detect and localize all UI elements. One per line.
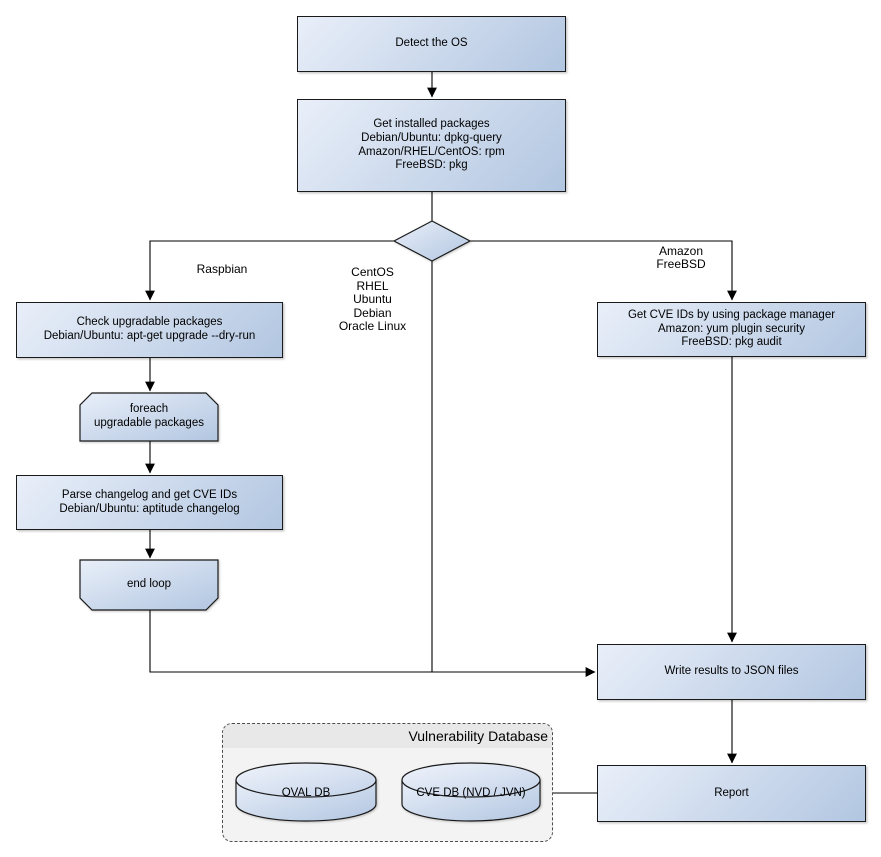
foreach-loop-start-label: foreach upgradable packages bbox=[94, 403, 204, 429]
connector-endloop-to-write-results bbox=[149, 610, 596, 677]
node-get-installed-packages: Get installed packages Debian/Ubuntu: dp… bbox=[297, 99, 566, 192]
vulnerability-database-title: Vulnerability Database bbox=[223, 724, 552, 748]
node-write-results-json: Write results to JSON files bbox=[597, 644, 866, 700]
oval-db-label: OVAL DB bbox=[281, 787, 331, 800]
edge-label-os-list: CentOS RHEL Ubuntu Debian Oracle Linux bbox=[338, 265, 407, 334]
decision-diamond bbox=[392, 220, 472, 262]
end-loop-label: end loop bbox=[126, 578, 172, 591]
cve-db-label: CVE DB (NVD / JVN) bbox=[416, 787, 526, 800]
node-get-cve-ids-pkg-manager: Get CVE IDs by using package manager Ama… bbox=[597, 302, 866, 357]
node-parse-changelog: Parse changelog and get CVE IDs Debian/U… bbox=[16, 475, 283, 530]
edge-label-amazon-freebsd: Amazon FreeBSD bbox=[656, 243, 706, 271]
node-report: Report bbox=[597, 765, 866, 822]
edge-label-raspbian: Raspbian bbox=[196, 262, 248, 277]
node-detect-os: Detect the OS bbox=[297, 16, 566, 72]
node-check-upgradable-packages: Check upgradable packages Debian/Ubuntu:… bbox=[16, 302, 283, 358]
